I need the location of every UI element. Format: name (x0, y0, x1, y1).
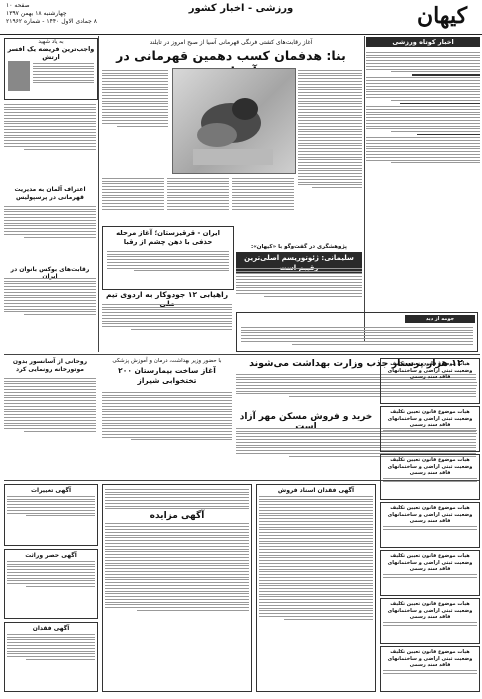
elevator-headline: روحانی از آسانسور بدون موتورخانه رونمایی… (12, 358, 88, 373)
sports-news-headline: ایران - قرقیزستان؛ آغاز مرحله حذفی با ذه… (116, 229, 220, 246)
story-columns-below-photo (102, 176, 294, 224)
interview-text (236, 266, 362, 310)
left-column-text-2 (4, 204, 96, 264)
page-number: صفحه ۱۰ (6, 2, 30, 9)
judo-text (102, 302, 232, 346)
housing-headline: خرید و فروش مسکن مهر آزاد است (239, 412, 373, 432)
left-news-headline-2: رقابت‌های بوکس بانوان در ایران (10, 266, 90, 280)
right-column-heading: اخبار کوتاه ورزشی (366, 37, 480, 47)
ad-lost-documents-title: آگهی فقدان اسناد فروش (277, 487, 355, 494)
ad-small-3-title: آگهی فقدان (32, 625, 70, 632)
editorial-box: جومه از ديد (236, 312, 478, 352)
main-story-text-right (298, 68, 362, 278)
ad-auction-title: آگهی مزایده (149, 511, 205, 522)
nurses-text (236, 372, 476, 412)
sports-news-box: ایران - قرقیزستان؛ آغاز مرحله حذفی با ذه… (102, 226, 234, 290)
ad-lost-documents: آگهی فقدان اسناد فروش (256, 484, 376, 692)
ad-right-title-6: هیات موضوع قانون تعیین تکلیف وضعیت ثبتی … (387, 601, 473, 620)
right-column-body (366, 47, 480, 164)
judo-headline: راهیابی ۱۲ جودوکار به اردوی تیم ملی (105, 290, 229, 308)
ads-right-column: هیات موضوع قانون تعیین تکلیف وضعیت ثبتی … (380, 358, 480, 696)
martyr-portrait (8, 61, 30, 91)
hospital-text (102, 390, 232, 476)
ad-small-2-title: آگهی حصر وراثت (25, 552, 77, 559)
page-header: کیهان ورزشی - اخبار کشور صفحه ۱۰ چهارشنب… (0, 0, 482, 35)
ad-right-title-1: هیات موضوع قانون تعیین تکلیف وضعیت ثبتی … (387, 361, 473, 380)
right-column: اخبار کوتاه ورزشی (366, 37, 480, 342)
main-story-text-left (102, 68, 168, 174)
ad-small-1-title: آگهی تغییرات (30, 487, 72, 494)
interview-kicker: پژوهشگری در گفت‌وگو با «کیهان»: (251, 244, 347, 250)
newspaper-logo: کیهان (416, 3, 468, 29)
issue-info: صفحه ۱۰ چهارشنبه ۱۸ بهمن ۱۳۹۷ ۸ جمادی ال… (6, 2, 97, 26)
ad-right-title-3: هیات موضوع قانون تعیین تکلیف وضعیت ثبتی … (387, 457, 473, 476)
martyr-box: به یاد شهید واجب‌ترین فریضه یک افسر ارتش (4, 38, 98, 100)
nurses-headline: ۱۲ هزار پرستار جذب وزارت بهداشت می‌شوند (249, 358, 463, 369)
ad-right-title-4: هیات موضوع قانون تعیین تکلیف وضعیت ثبتی … (387, 505, 473, 524)
section-title: ورزشی - اخبار کشور (188, 3, 294, 14)
housing-text (236, 426, 476, 476)
issue-date: چهارشنبه ۱۸ بهمن ۱۳۹۷ (6, 10, 67, 17)
martyr-box-title: واجب‌ترین فریضه یک افسر ارتش (7, 45, 95, 61)
ad-right-title-7: هیات موضوع قانون تعیین تکلیف وضعیت ثبتی … (387, 649, 473, 668)
ad-auction: آگهی مزایده (102, 484, 252, 692)
martyr-box-heading: به یاد شهید (38, 39, 64, 45)
wrestlers-image (193, 98, 273, 165)
wrestling-photo (172, 68, 296, 174)
hospital-kicker: با حضور وزیر بهداشت، درمان و آموزش پزشکی (112, 358, 222, 364)
elevator-text (4, 376, 96, 476)
left-news-headline-1: اعتراف آلمان به مدیریت قهرمانی در پرسپول… (14, 186, 86, 201)
main-story-kicker: آغاز رقابت‌های کشتی فرنگی قهرمانی آسیا ا… (149, 39, 313, 46)
ads-left-column: آگهی تغییرات آگهی حصر وراثت آگهی فقدان (4, 484, 98, 692)
left-column-text-1 (4, 102, 96, 182)
issue-number: ۸ جمادی الاول ۱۴۴۰ - شماره ۲۱۹۶۲ (6, 18, 97, 25)
hospital-headline: آغاز ساخت بیمارستان ۲۰۰ تختخوابی شیراز (118, 366, 216, 385)
editorial-label: جومه از ديد (405, 315, 475, 323)
ad-right-title-2: هیات موضوع قانون تعیین تکلیف وضعیت ثبتی … (387, 409, 473, 428)
left-column-text-3 (4, 276, 96, 348)
ad-right-title-5: هیات موضوع قانون تعیین تکلیف وضعیت ثبتی … (387, 553, 473, 572)
